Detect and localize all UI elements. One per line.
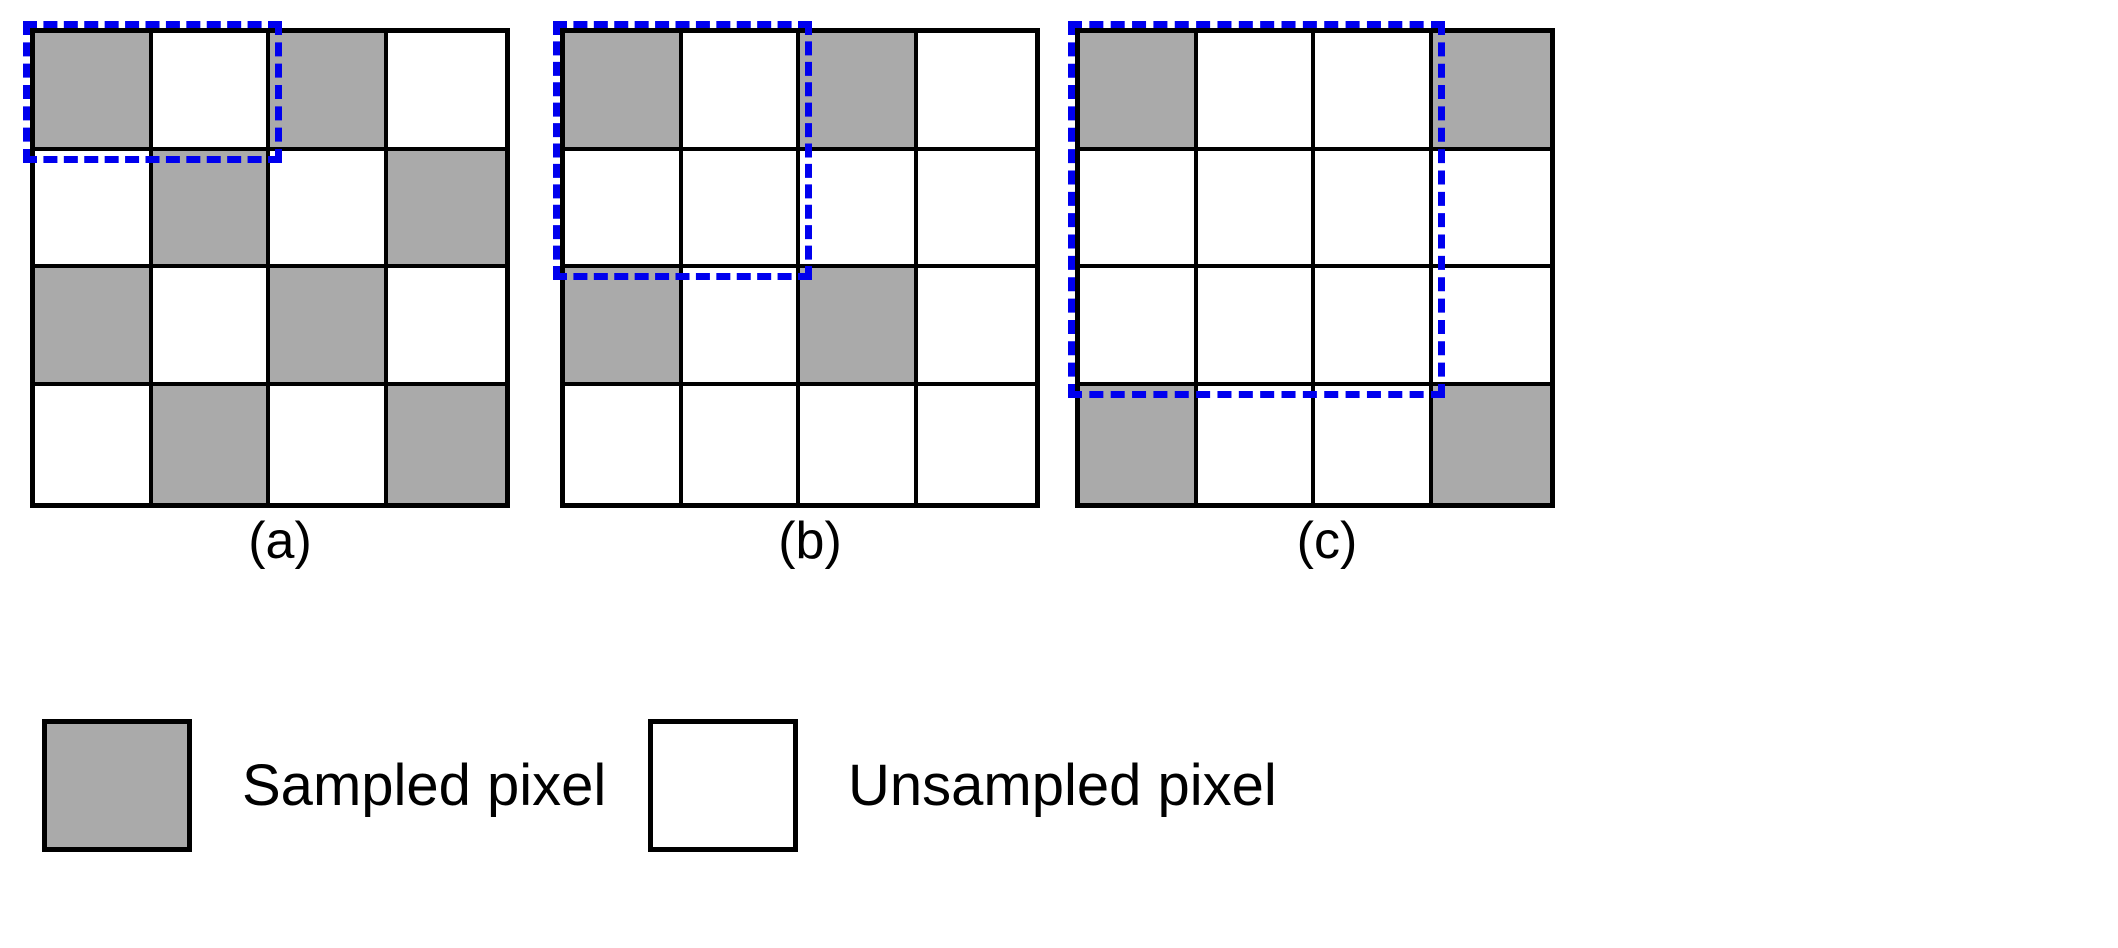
- pixel-cell: [800, 150, 918, 268]
- pixel-cell: [917, 150, 1035, 268]
- pixel-grid-a: [30, 28, 510, 508]
- pixel-cell: [682, 268, 800, 386]
- sampled-pixel-label: Sampled pixel: [242, 752, 607, 818]
- pixel-cell: [917, 268, 1035, 386]
- pixel-cell: [565, 150, 683, 268]
- pixel-cell: [387, 33, 505, 151]
- pixel-cell: [387, 150, 505, 268]
- pixel-cell: [565, 33, 683, 151]
- pixel-cell: [1432, 33, 1550, 151]
- pixel-cell: [682, 385, 800, 503]
- legend-entry-sampled: Sampled pixel: [42, 705, 606, 865]
- sampled-pixel-swatch: [42, 718, 192, 852]
- pixel-grid-b: [560, 28, 1040, 508]
- pixel-cell: [565, 385, 683, 503]
- pixel-cell: [1080, 150, 1198, 268]
- pixel-cell: [917, 385, 1035, 503]
- pixel-cell: [917, 33, 1035, 151]
- pixel-cell: [35, 268, 153, 386]
- pixel-cell: [1315, 268, 1433, 386]
- pixel-cell: [1197, 385, 1315, 503]
- pixel-cell: [1315, 33, 1433, 151]
- pixel-cell: [270, 268, 388, 386]
- pixel-cell: [800, 33, 918, 151]
- pixel-cell: [1315, 150, 1433, 268]
- pixel-cell: [800, 385, 918, 503]
- panel-b: (b): [540, 0, 1240, 720]
- pixel-cell: [1197, 150, 1315, 268]
- pixel-cell: [270, 33, 388, 151]
- panel-label-c: (c): [1296, 512, 1358, 570]
- unsampled-pixel-label: Unsampled pixel: [848, 752, 1277, 818]
- pixel-grid-c: [1075, 28, 1555, 508]
- pixel-cell: [682, 33, 800, 151]
- pixel-cell: [1080, 268, 1198, 386]
- panel-label-a: (a): [248, 512, 312, 570]
- pixel-cell: [270, 385, 388, 503]
- pixel-cell: [1432, 150, 1550, 268]
- pixel-cell: [682, 150, 800, 268]
- panel-a: (a): [10, 0, 710, 720]
- pixel-cell: [35, 385, 153, 503]
- pixel-cell: [1432, 268, 1550, 386]
- panel-label-b: (b): [778, 512, 842, 570]
- pixel-cell: [1197, 268, 1315, 386]
- pixel-cell: [800, 268, 918, 386]
- pixel-cell: [152, 385, 270, 503]
- pixel-cell: [1197, 33, 1315, 151]
- pixel-cell: [387, 385, 505, 503]
- pixel-cell: [35, 150, 153, 268]
- pixel-cell: [565, 268, 683, 386]
- pixel-cell: [1315, 385, 1433, 503]
- panel-row: (a) (b) (c): [10, 0, 1765, 720]
- pixel-cell: [152, 268, 270, 386]
- panel-c: (c): [1065, 0, 1765, 720]
- pixel-cell: [152, 33, 270, 151]
- pixel-cell: [1432, 385, 1550, 503]
- pixel-cell: [1080, 385, 1198, 503]
- unsampled-pixel-swatch: [648, 718, 798, 852]
- legend-entry-unsampled: Unsampled pixel: [648, 705, 1277, 865]
- pixel-cell: [152, 150, 270, 268]
- pixel-cell: [270, 150, 388, 268]
- pixel-cell: [1080, 33, 1198, 151]
- pixel-cell: [387, 268, 505, 386]
- legend: Sampled pixel Unsampled pixel: [0, 705, 2118, 935]
- pixel-cell: [35, 33, 153, 151]
